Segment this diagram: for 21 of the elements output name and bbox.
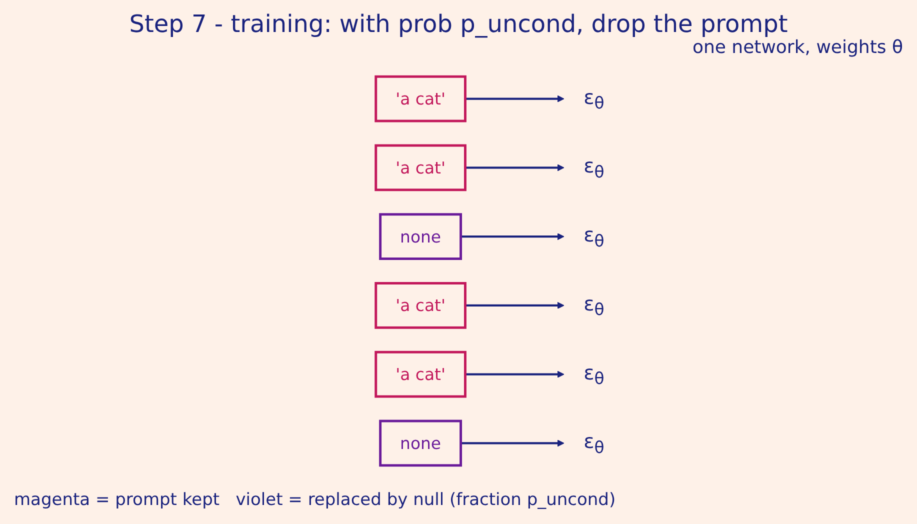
node-text: ε$_{θ}$ (584, 430, 604, 458)
node-box: none (379, 420, 462, 467)
node-box: 'a cat' (374, 282, 466, 329)
node-text: ε$_{θ}$ (584, 361, 604, 388)
node-box: none (379, 213, 462, 260)
legend-note: magenta = prompt kept violet = replaced by null (fraction p_uncond) (14, 490, 616, 510)
node-text: ε$_{θ}$ (584, 223, 604, 250)
node-box: 'a cat' (374, 144, 466, 192)
title: Step 7 - training: with prob p_uncond, drop the prompt (128, 10, 789, 38)
node-box: 'a cat' (374, 75, 466, 122)
arrow (465, 302, 564, 310)
arrow (465, 164, 564, 172)
node-text: ε$_{θ}$ (584, 154, 604, 182)
arrow (460, 232, 564, 240)
arrow (460, 440, 564, 447)
node-box: 'a cat' (374, 350, 466, 398)
arrow (465, 370, 564, 378)
arrow (465, 95, 564, 102)
annotation-text: one network, weights θ (692, 37, 903, 58)
node-text: ε$_{θ}$ (584, 86, 604, 113)
node-text: ε$_{θ}$ (584, 292, 604, 320)
